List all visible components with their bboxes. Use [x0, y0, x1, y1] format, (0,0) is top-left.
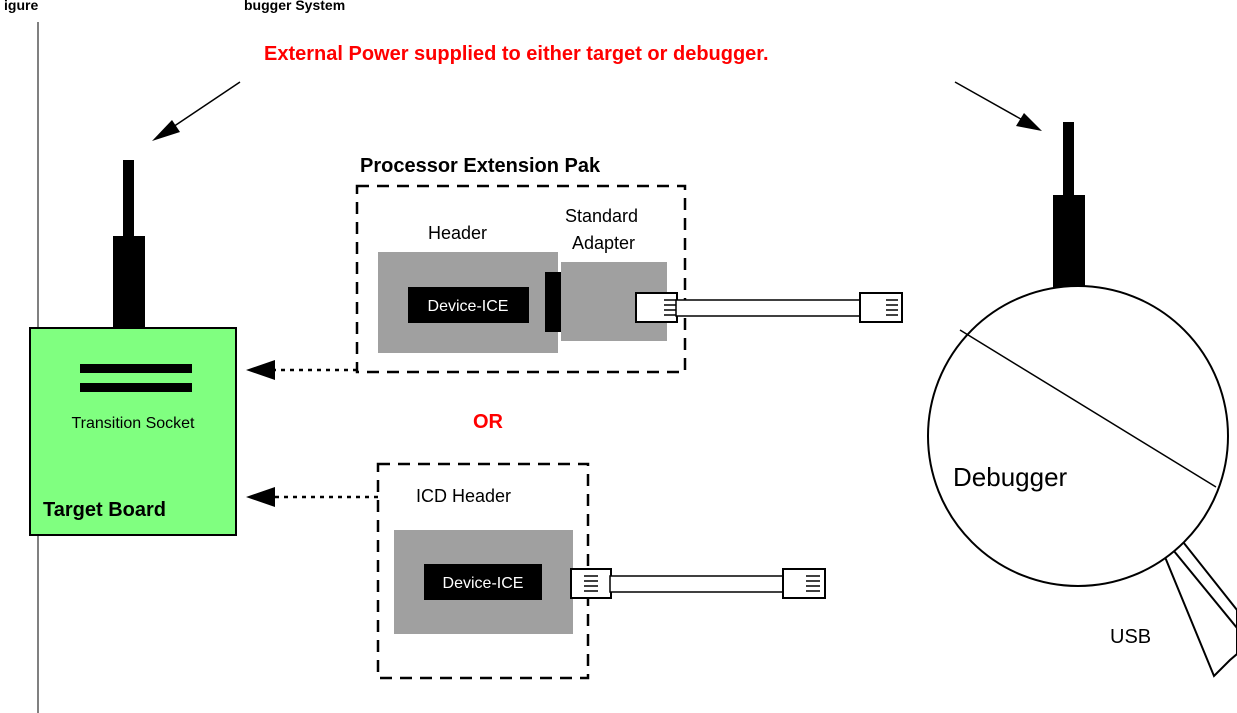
icd-cable-plug-left [570, 568, 612, 599]
or-label: OR [473, 411, 504, 433]
figure-caption-tail: bugger System [244, 0, 345, 13]
icd-dashed-box [376, 462, 590, 680]
icd-cable [609, 575, 785, 593]
pep-title: Processor Extension Pak [360, 155, 601, 177]
power-note: External Power supplied to either target… [264, 43, 769, 65]
pep-to-target-arrowhead [246, 360, 275, 380]
debugger-power-cord-thin [1063, 122, 1074, 202]
power-arrow-left-head [152, 120, 180, 141]
device-ice-label-1: Device-ICE [428, 298, 509, 315]
pep-plug-right-pins [886, 299, 898, 316]
transition-socket-bar-bottom [80, 383, 192, 392]
figure-caption: igure [4, 0, 38, 13]
icd-plug-right-pins [806, 575, 820, 592]
device-ice-chip-2 [424, 564, 542, 600]
debugger-label: Debugger [953, 462, 1068, 492]
pep-cable-plug-right [859, 292, 903, 323]
usb-label: USB [1110, 626, 1151, 648]
pep-cable [675, 299, 863, 317]
icd-plug-left-pins [584, 575, 598, 592]
pep-plug-left-pins [664, 299, 676, 316]
transition-socket-label: Transition Socket [71, 415, 195, 432]
adapter-label-line2: Adapter [572, 233, 635, 253]
icd-cable-plug-right [782, 568, 826, 599]
pep-dashed-box [355, 184, 687, 374]
device-ice-chip-1 [408, 287, 529, 323]
target-board [29, 327, 237, 536]
adapter-label-line1: Standard [565, 206, 638, 226]
header-label: Header [428, 223, 487, 243]
target-power-cord-plug [113, 236, 145, 328]
icd-to-target-arrowhead [246, 487, 275, 507]
debugger-power-cord-plug [1053, 195, 1085, 291]
debugger-divider-line [959, 329, 1217, 488]
target-board-label: Target Board [43, 499, 166, 521]
power-arrow-right-head [1016, 113, 1042, 131]
icd-header-label: ICD Header [416, 486, 511, 506]
debugger-body [927, 285, 1229, 587]
pep-cable-plug-left [635, 292, 678, 323]
transition-socket-bar-top [80, 364, 192, 373]
device-ice-label-2: Device-ICE [443, 575, 524, 592]
target-power-cord-thin [123, 160, 134, 240]
